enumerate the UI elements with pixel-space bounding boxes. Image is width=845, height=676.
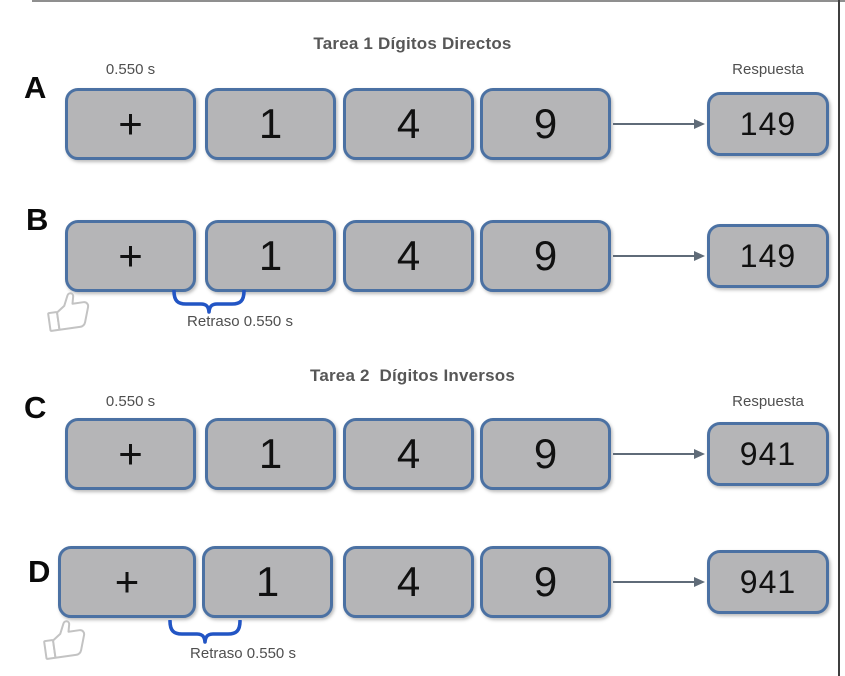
row-d-letter: D (28, 554, 51, 589)
row-b-response-box: 149 (707, 224, 829, 288)
task2-title: Tarea 2 Dígitos Inversos (310, 366, 515, 385)
row-b-stimulus-fixation: + (65, 220, 196, 292)
row-a-response-label: Respuesta (732, 61, 804, 78)
row-c-stimulus-digit-1: 1 (205, 418, 336, 490)
row-c-response-label: Respuesta (732, 393, 804, 410)
row-a-stimulus-fixation: + (65, 88, 196, 160)
row-c-stimulus-digit-3: 9 (480, 418, 611, 490)
frame-right-line (838, 0, 840, 676)
row-d-stimulus-digit-2: 4 (343, 546, 474, 618)
row-b-delay-label: Retraso 0.550 s (187, 313, 293, 330)
row-b-stimulus-digit-1: 1 (205, 220, 336, 292)
right-arrow-icon (613, 119, 705, 129)
frame-top-line (32, 0, 845, 2)
row-c-response-box: 941 (707, 422, 829, 486)
right-arrow-icon (613, 449, 705, 459)
delay-bracket-icon (168, 620, 242, 644)
row-d-stimulus-fixation: + (58, 546, 196, 618)
row-a-duration-label: 0.550 s (105, 61, 156, 78)
row-b-letter: B (26, 202, 49, 237)
row-d-delay-label: Retraso 0.550 s (190, 645, 296, 662)
right-arrow-icon (613, 577, 705, 587)
task1-title: Tarea 1 Dígitos Directos (313, 34, 512, 53)
row-c-stimulus-fixation: + (65, 418, 196, 490)
thumbs-up-icon (47, 292, 90, 332)
row-a-response-box: 149 (707, 92, 829, 156)
row-a-letter: A (24, 70, 47, 105)
row-b-stimulus-digit-3: 9 (480, 220, 611, 292)
thumbs-up-icon (43, 620, 86, 660)
row-c-stimulus-digit-2: 4 (343, 418, 474, 490)
row-d-stimulus-digit-1: 1 (202, 546, 333, 618)
delay-bracket-icon (172, 290, 246, 314)
right-arrow-icon (613, 251, 705, 261)
row-a-stimulus-digit-1: 1 (205, 88, 336, 160)
row-c-duration-label: 0.550 s (105, 393, 156, 410)
row-d-stimulus-digit-3: 9 (480, 546, 611, 618)
row-c-letter: C (24, 390, 47, 425)
row-d-response-box: 941 (707, 550, 829, 614)
row-a-stimulus-digit-2: 4 (343, 88, 474, 160)
row-a-stimulus-digit-3: 9 (480, 88, 611, 160)
row-b-stimulus-digit-2: 4 (343, 220, 474, 292)
